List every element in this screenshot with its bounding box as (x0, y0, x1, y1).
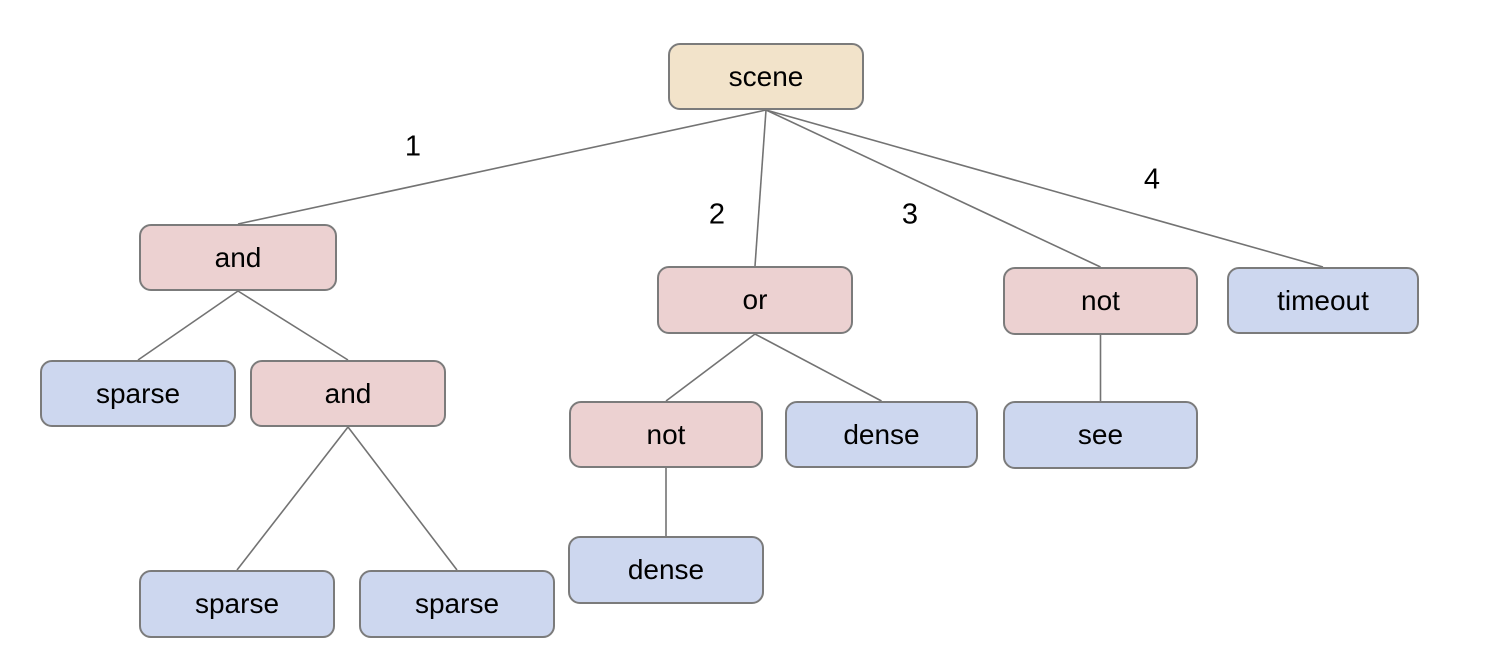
edge-label-4: 4 (1143, 163, 1161, 196)
tree-node-scene: scene (668, 43, 864, 110)
edge-line-and1-and2 (237, 290, 349, 361)
edge-line-or1-dense1 (754, 333, 882, 402)
edge-label-3: 3 (901, 198, 919, 231)
tree-node-sparse2: sparse (139, 570, 335, 638)
edge-line-and1-sparse1 (137, 290, 239, 361)
tree-node-not1: not (1003, 267, 1198, 335)
edge-label-2: 2 (708, 198, 726, 231)
tree-node-dense1: dense (785, 401, 978, 468)
tree-node-and2: and (250, 360, 446, 427)
tree-node-sparse1: sparse (40, 360, 236, 427)
edge-line-scene-or1 (754, 109, 767, 267)
edge-line-scene-timeout (765, 109, 1324, 268)
tree-node-not2: not (569, 401, 763, 468)
edge-line-scene-and1 (237, 109, 767, 225)
edge-line-scene-not1 (765, 109, 1101, 268)
tree-node-and1: and (139, 224, 337, 291)
edge-line-and2-sparse3 (347, 426, 458, 571)
tree-node-sparse3: sparse (359, 570, 555, 638)
edge-label-1: 1 (404, 130, 422, 163)
tree-node-dense2: dense (568, 536, 764, 604)
edge-line-or1-not2 (665, 333, 756, 402)
tree-node-see: see (1003, 401, 1198, 469)
edge-line-and2-sparse2 (236, 426, 349, 571)
tree-node-timeout: timeout (1227, 267, 1419, 334)
tree-node-or1: or (657, 266, 853, 334)
